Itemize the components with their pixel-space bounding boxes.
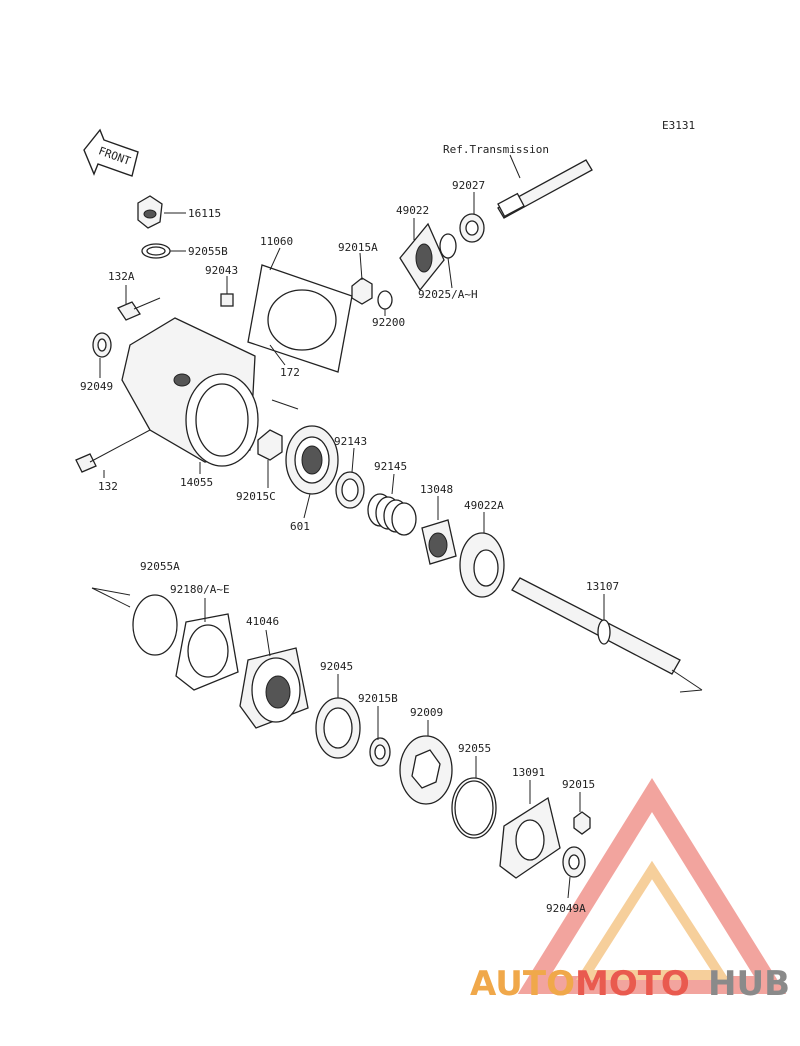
washer-92200 <box>377 290 393 310</box>
transmission-shaft <box>497 154 593 219</box>
plug-92043 <box>220 293 234 307</box>
label-92015a: 92015A <box>338 241 378 254</box>
cover-13091 <box>499 796 561 879</box>
label-92200: 92200 <box>372 316 405 329</box>
label-13091: 13091 <box>512 766 545 779</box>
label-92055b: 92055B <box>188 245 228 258</box>
label-92145: 92145 <box>374 460 407 473</box>
label-92009: 92009 <box>410 706 443 719</box>
label-13048: 13048 <box>420 483 453 496</box>
collar-92143 <box>335 471 365 509</box>
label-92043: 92043 <box>205 264 238 277</box>
label-92055: 92055 <box>458 742 491 755</box>
spring-92145 <box>367 493 417 536</box>
label-92027: 92027 <box>452 179 485 192</box>
leader-lines <box>99 192 605 899</box>
label-92180: 92180/A~E <box>170 583 230 596</box>
filler-cap <box>137 195 163 229</box>
label-41046: 41046 <box>246 615 279 628</box>
nut-92015b <box>369 737 391 767</box>
label-11060: 11060 <box>260 235 293 248</box>
label-92015: 92015 <box>562 778 595 791</box>
watermark-logo <box>517 777 787 994</box>
gear-case-14055 <box>121 317 259 467</box>
label-92025: 92025/A~H <box>418 288 478 301</box>
watermark-text: AUTO MOTO HUB <box>470 964 790 1004</box>
gear-49022a <box>459 532 505 598</box>
bolt-132a <box>117 297 161 321</box>
label-13107: 13107 <box>586 580 619 593</box>
label-172: 172 <box>280 366 300 379</box>
label-49022: 49022 <box>396 204 429 217</box>
label-16115: 16115 <box>188 207 221 220</box>
label-92049a: 92049A <box>546 902 586 915</box>
bearing-92045 <box>315 697 361 759</box>
bolt-132 <box>75 429 151 473</box>
diagram-code: E3131 <box>662 119 695 132</box>
bearing-92027 <box>459 213 485 243</box>
nut-92015a <box>351 277 373 305</box>
coupling-13048 <box>421 519 457 565</box>
nut-92015c <box>257 429 283 461</box>
bearing-601 <box>285 425 339 495</box>
oil-seal-92009 <box>399 735 453 805</box>
label-92015c: 92015C <box>236 490 276 503</box>
watermark-part2: MOTO <box>575 964 690 1004</box>
label-92015b: 92015B <box>358 692 398 705</box>
label-49022a: 49022A <box>464 499 504 512</box>
o-ring-92055a <box>132 594 178 656</box>
watermark-part3: HUB <box>708 964 790 1004</box>
ref-transmission-label: Ref.Transmission <box>443 143 549 156</box>
label-92045: 92045 <box>320 660 353 673</box>
label-92049: 92049 <box>80 380 113 393</box>
seal-92049a <box>562 846 586 878</box>
front-arrow-icon: FRONT <box>83 128 139 177</box>
label-601: 601 <box>290 520 310 533</box>
gasket-92180 <box>175 613 239 691</box>
housing-41046 <box>239 647 309 729</box>
bevel-gear-49022 <box>399 222 445 292</box>
shim-92025 <box>439 233 457 259</box>
label-132: 132 <box>98 480 118 493</box>
label-132a: 132A <box>108 270 135 283</box>
label-92143: 92143 <box>334 435 367 448</box>
watermark-part1: AUTO <box>470 964 575 1004</box>
label-92055a: 92055A <box>140 560 180 573</box>
gasket-11060 <box>247 264 353 373</box>
drive-shaft-13107 <box>511 577 703 693</box>
label-14055: 14055 <box>180 476 213 489</box>
nut-92015 <box>573 811 591 835</box>
